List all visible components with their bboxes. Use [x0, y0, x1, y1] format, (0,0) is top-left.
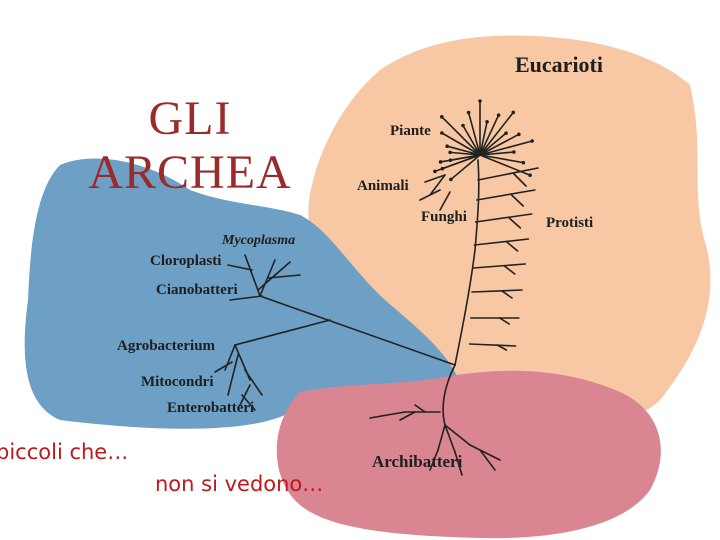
tree-tip	[530, 139, 534, 143]
label-eucarioti: Eucarioti	[515, 52, 603, 77]
label-animali: Animali	[357, 178, 409, 194]
label-mycoplasma: Mycoplasma	[221, 233, 295, 248]
tree-tip	[504, 131, 508, 135]
page-title: GLI ARCHEA	[40, 92, 340, 200]
tree-tip	[522, 161, 526, 165]
tree-tip	[517, 133, 521, 137]
caption-piccoli: piccoli che…	[0, 440, 128, 464]
title-line-1: GLI	[40, 92, 340, 146]
tree-tip	[439, 160, 443, 164]
tree-tip	[497, 113, 501, 117]
title-line-2: ARCHEA	[40, 146, 340, 200]
tree-tip	[467, 111, 471, 115]
tree-tip	[441, 167, 445, 171]
tree-tip	[485, 120, 489, 124]
tree-tip	[461, 124, 465, 128]
tree-tip	[528, 173, 532, 177]
tree-tip	[445, 144, 449, 148]
label-piante: Piante	[390, 123, 431, 139]
label-protisti: Protisti	[546, 215, 593, 231]
label-cianobatteri: Cianobatteri	[156, 282, 238, 298]
archaea-region	[277, 371, 661, 538]
tree-tip	[440, 115, 444, 119]
label-agrobacterium: Agrobacterium	[117, 338, 216, 354]
label-funghi: Funghi	[421, 209, 467, 225]
tree-tip	[449, 178, 453, 182]
label-enterobatteri: Enterobatteri	[167, 400, 254, 416]
label-cloroplasti: Cloroplasti	[150, 253, 221, 269]
label-archibatteri: Archibatteri	[372, 452, 463, 471]
tree-tip	[512, 150, 516, 154]
tree-tip	[511, 111, 515, 115]
tree-tip	[478, 99, 482, 103]
tree-tip	[433, 170, 437, 174]
label-mitocondri: Mitocondri	[141, 374, 214, 390]
tree-tip	[440, 131, 444, 135]
tree-tip	[449, 158, 453, 162]
tree-tip	[448, 151, 452, 155]
caption-non-si-vedono: non si vedono…	[155, 472, 323, 496]
